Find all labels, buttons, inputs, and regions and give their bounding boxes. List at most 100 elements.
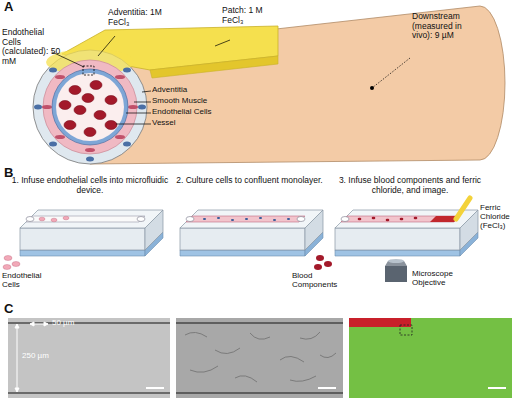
arrow-head — [15, 324, 19, 328]
blood-cells — [359, 218, 416, 220]
nuclei — [204, 218, 289, 220]
step-text: 1. Infuse endothelial cells into microfl… — [10, 176, 170, 195]
pdms-top — [20, 210, 163, 228]
rbc — [82, 94, 94, 103]
cell — [3, 265, 11, 270]
scale-bar — [488, 387, 506, 389]
pdms-top — [180, 210, 323, 228]
cell — [115, 135, 125, 139]
leader-line — [134, 102, 151, 103]
endothelial-ring — [52, 69, 128, 145]
glass-base — [180, 250, 305, 256]
rbc — [324, 261, 332, 267]
rbc — [74, 106, 86, 115]
micrographs — [8, 318, 512, 398]
cell — [128, 105, 138, 109]
component-label: Ferric Chloride (FeCl₃) — [480, 204, 520, 231]
rbc — [94, 111, 106, 120]
channel-wall — [176, 322, 343, 324]
cell — [49, 68, 57, 73]
component-label: Blood Components — [292, 272, 340, 290]
cells-outside — [3, 255, 332, 270]
leader-line — [372, 58, 410, 88]
leader-line — [116, 124, 151, 125]
patch-label: Patch: 1 M FeCl₃ — [222, 6, 268, 25]
component-label: Endothelial Cells — [2, 272, 52, 290]
inlet — [186, 217, 194, 222]
layer-label: Adventitia — [152, 86, 232, 95]
channel — [341, 216, 460, 222]
outlet — [297, 217, 305, 222]
panel-letter: A — [4, 0, 22, 15]
rbc — [64, 121, 76, 130]
scale-bar — [318, 387, 336, 389]
cell — [55, 75, 65, 79]
rbc — [59, 101, 71, 110]
layer-label: Smooth Muscle — [152, 97, 232, 106]
cells — [39, 216, 69, 222]
dimension-line — [17, 324, 18, 392]
layer-label: Vessel — [152, 119, 232, 128]
inlet — [26, 217, 34, 222]
cell — [34, 105, 42, 110]
smooth-muscle-ring — [43, 60, 137, 154]
cell-texture — [185, 332, 336, 382]
cell — [55, 135, 65, 139]
scale-bars — [146, 387, 506, 389]
objective-body — [385, 266, 407, 282]
component-label: Microscope Objective — [412, 270, 482, 288]
cell — [51, 218, 57, 222]
ferric-signal — [349, 318, 411, 327]
leader-lines — [52, 36, 410, 124]
cell — [4, 256, 12, 261]
scale-bar — [146, 387, 164, 389]
monolayer-channel — [186, 216, 305, 222]
downstream-concentration: Downstream (measured in vivo): 9 µM — [412, 12, 482, 41]
outlet — [137, 217, 145, 222]
cell — [123, 68, 131, 73]
step-text: 2. Culture cells to confluent monolayer. — [172, 176, 327, 186]
pdms-front — [180, 228, 305, 250]
vessel-illustration — [33, 6, 505, 164]
adventitia-ring — [33, 50, 147, 164]
cell — [86, 157, 94, 162]
dimension-label: 250 µm — [22, 352, 62, 361]
zoom-box — [83, 66, 94, 75]
rbc — [314, 264, 322, 270]
cell — [138, 105, 146, 110]
glass-base — [335, 250, 460, 256]
inlet — [341, 217, 349, 222]
rbc — [90, 81, 102, 90]
arrow-head — [30, 322, 34, 326]
panel-letter: C — [4, 302, 22, 317]
device-3 — [335, 198, 478, 256]
cell — [115, 75, 125, 79]
device-2 — [180, 210, 323, 256]
objective-top — [388, 259, 404, 263]
cell — [12, 262, 20, 267]
brightfield-empty — [8, 318, 170, 398]
pdms-front — [20, 228, 145, 250]
microscope-objective — [385, 259, 407, 282]
rbc — [316, 255, 324, 261]
cell — [85, 148, 95, 152]
brightfield-cells — [176, 318, 343, 398]
rbc — [69, 86, 81, 95]
lumen — [56, 73, 124, 141]
measure-point — [370, 86, 374, 90]
cell — [49, 142, 57, 147]
step-text: 3. Infuse blood components and ferric ch… — [330, 176, 490, 195]
patch-side — [150, 56, 278, 78]
cell — [42, 105, 52, 109]
pdms-front — [335, 228, 460, 250]
channel-wall — [8, 392, 170, 394]
cell — [123, 142, 131, 147]
rbc — [105, 121, 117, 130]
arrow-head — [44, 322, 48, 326]
adventitia-concentration: Adventitia: 1M FeCl₃ — [108, 8, 166, 27]
rbc — [84, 128, 96, 137]
ferric-tube — [456, 198, 470, 219]
red-blood-cells — [59, 81, 117, 137]
